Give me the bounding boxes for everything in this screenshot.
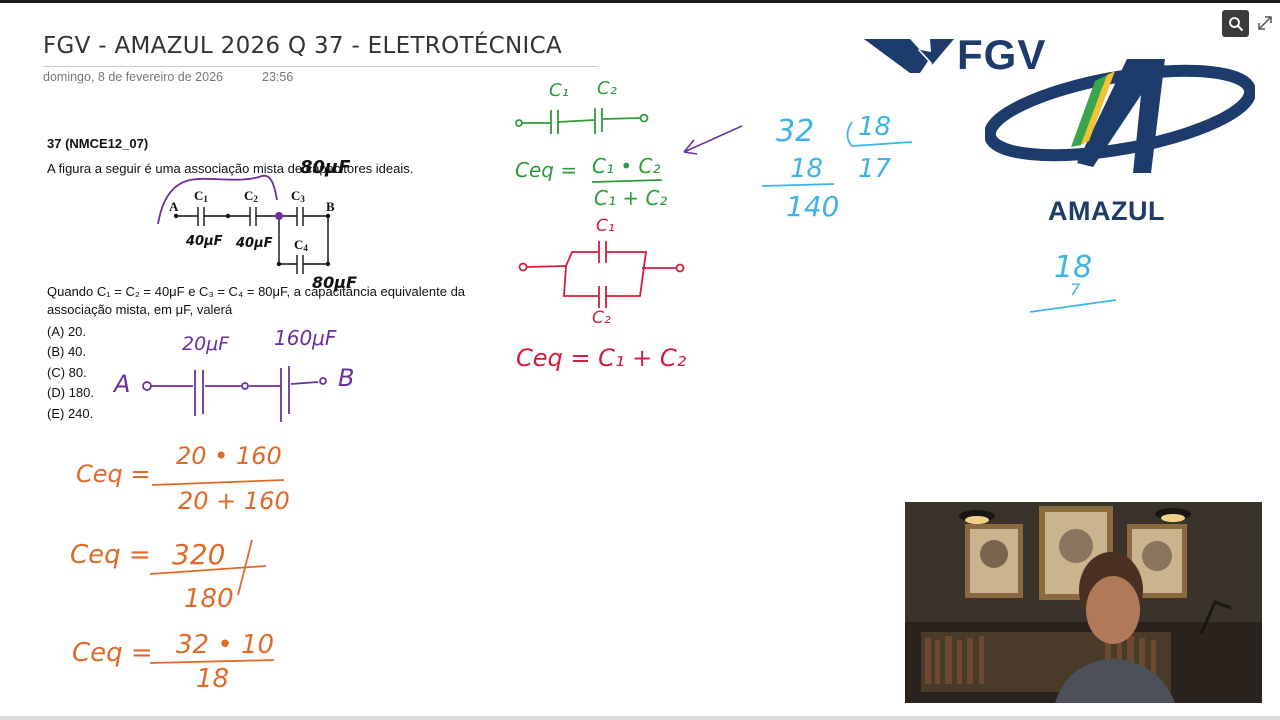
- page-time: 23:56: [262, 70, 294, 84]
- amazul-logo-text: AMAZUL: [1048, 196, 1165, 226]
- c3-letter: C: [291, 188, 301, 203]
- orange-eq2-lhs: Ceq =: [70, 540, 151, 570]
- blue-mult-top: 18: [1054, 250, 1093, 285]
- amazul-emblem: [983, 59, 1257, 173]
- title-divider: [43, 66, 598, 67]
- option-a: (A) 20.: [47, 324, 87, 339]
- annotation-top-value: 80μF: [300, 157, 351, 178]
- window-bottom-bar: [0, 716, 1280, 720]
- window-top-bar: [0, 0, 1280, 3]
- red-formula: Ceq = C₁ + C₂: [516, 344, 687, 372]
- green-label-c2: C₂: [597, 78, 617, 99]
- circuit-node-a: A: [169, 199, 179, 214]
- orange-eq2-numerator: 320: [172, 538, 226, 571]
- option-c: (C) 80.: [47, 364, 87, 380]
- question-id: 37 (NMCE12_07): [47, 136, 149, 151]
- fgv-logo-text: FGV: [957, 31, 1047, 78]
- fgv-logo: [862, 35, 1067, 82]
- c4-subscript: 4: [303, 243, 308, 253]
- search-icon: [1228, 16, 1243, 31]
- purple-simplified-circuit: [142, 366, 327, 422]
- annotation-left-value: 20μF: [182, 333, 230, 355]
- search-button[interactable]: [1222, 10, 1249, 37]
- annotation-c2-value: 40μF: [236, 236, 273, 251]
- annotation-c1-value: 40μF: [186, 234, 223, 249]
- circuit-label-c2: C2: [244, 188, 258, 204]
- blue-dividend: 32: [776, 114, 815, 149]
- c2-subscript: 2: [253, 194, 258, 204]
- option-b: (B) 40.: [47, 344, 87, 360]
- orange-eq1-denominator: 20 + 160: [178, 487, 290, 515]
- option-e: (E) 240.: [47, 405, 94, 421]
- c1-letter: C: [194, 188, 204, 203]
- green-formula-numerator: C₁ • C₂: [592, 154, 661, 178]
- blue-mult-bottom: 7: [1070, 280, 1081, 299]
- orange-eq1-numerator: 20 • 160: [176, 442, 282, 470]
- circuit-label-c4: C4: [294, 237, 308, 253]
- blue-remainder: 140: [786, 190, 840, 223]
- page-title: FGV - AMAZUL 2026 Q 37 - ELETROTÉCNICA: [43, 33, 563, 59]
- green-formula-denominator: C₁ + C₂: [594, 186, 668, 210]
- annotation-node-a: A: [114, 370, 131, 398]
- question-text: A figura a seguir é uma associação mista…: [47, 161, 414, 176]
- annotation-node-b: B: [338, 364, 355, 392]
- webcam-scene: [905, 502, 1262, 703]
- fgv-logo-graphic: [864, 39, 954, 73]
- orange-eq2-denominator: 180: [184, 584, 234, 614]
- red-label-c1: C₁: [596, 216, 615, 236]
- c3-subscript: 3: [300, 194, 305, 204]
- expand-button[interactable]: [1256, 14, 1274, 32]
- orange-eq3-denominator: 18: [196, 664, 230, 694]
- red-parallel-circuit: [518, 241, 685, 308]
- circuit-label-c1: C1: [194, 188, 208, 204]
- answer-options: (A) 20. (B) 40. (C) 80. (D) 180. (E) 240…: [47, 322, 94, 424]
- blue-divisor: 18: [858, 112, 892, 142]
- c1-subscript: 1: [203, 194, 208, 204]
- annotation-right-value: 160μF: [274, 326, 337, 350]
- green-formula-lhs: Ceq =: [515, 158, 578, 182]
- page-date: domingo, 8 de fevereiro de 2026: [43, 70, 223, 84]
- blue-subtract: 18: [790, 154, 824, 184]
- question-prompt: Quando C₁ = C₂ = 40μF e C₃ = C₄ = 80μF, …: [47, 284, 466, 317]
- c4-letter: C: [294, 237, 304, 252]
- expand-icon: [1258, 16, 1272, 30]
- c2-letter: C: [244, 188, 254, 203]
- circuit-node-b: B: [326, 199, 335, 214]
- orange-eq3-lhs: Ceq =: [72, 638, 153, 668]
- option-d: (D) 180.: [47, 385, 94, 401]
- amazul-logo: [983, 55, 1257, 200]
- annotation-c4-value: 80μF: [312, 273, 357, 292]
- orange-eq3-numerator: 32 • 10: [176, 630, 275, 660]
- green-label-c1: C₁: [549, 80, 569, 101]
- blue-quotient: 17: [858, 154, 892, 184]
- arrow-stroke: [683, 125, 743, 155]
- red-label-c2: C₂: [592, 308, 611, 328]
- orange-eq1-lhs: Ceq =: [76, 460, 151, 488]
- webcam-video: [905, 502, 1262, 703]
- circuit-label-c3: C3: [291, 188, 305, 204]
